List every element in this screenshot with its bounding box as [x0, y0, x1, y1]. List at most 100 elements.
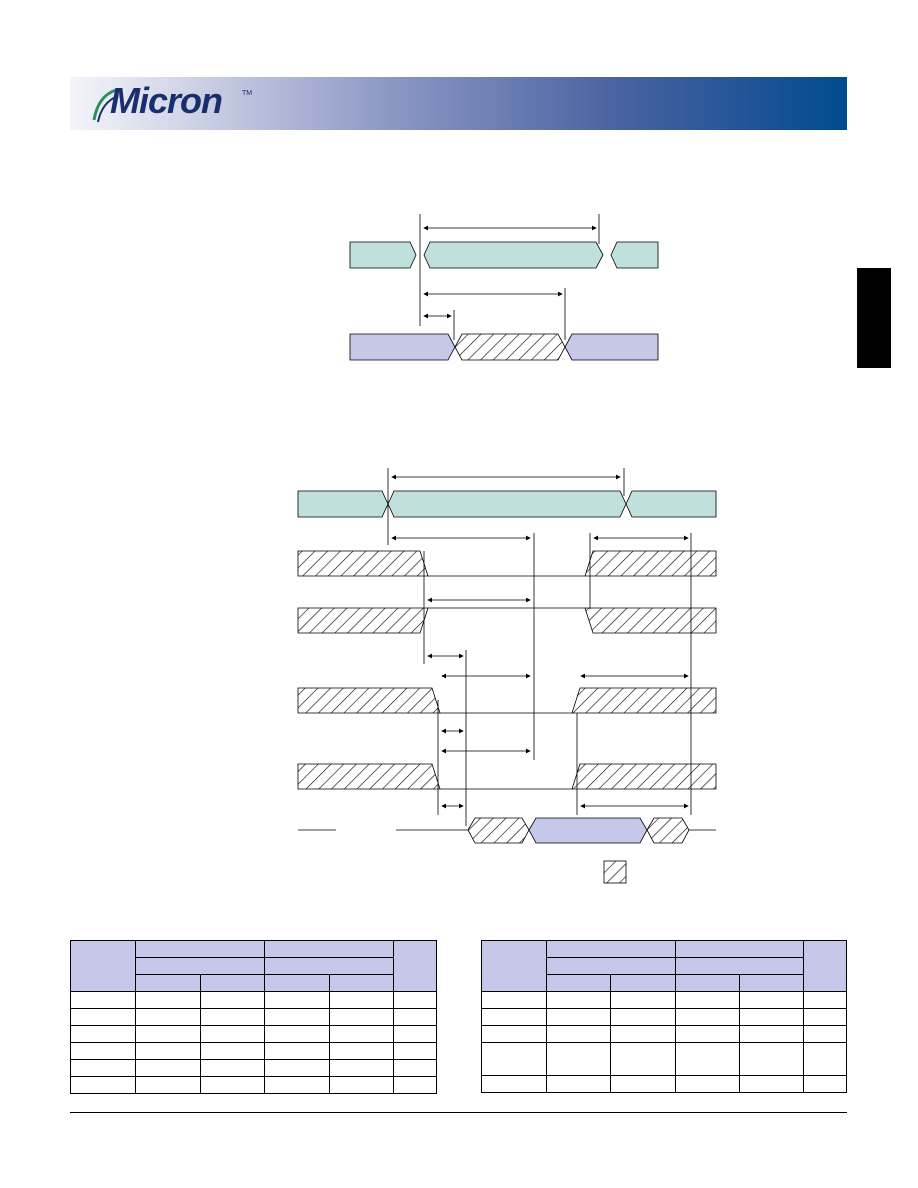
table-cell: [674, 940, 804, 958]
table-cell: [135, 957, 265, 975]
table-cell: [135, 1008, 201, 1026]
table-cell: [264, 1042, 330, 1060]
clock-signal-1: [349, 241, 659, 269]
table-cell: [328, 1042, 394, 1060]
table-cell: [328, 974, 394, 992]
table-cell: [481, 1025, 547, 1043]
table-row: [482, 957, 847, 975]
table-cell: [199, 991, 265, 1009]
section-tab: [857, 268, 891, 368]
table-row: [481, 1025, 847, 1043]
table-cell: [393, 1008, 437, 1026]
table-cell: [803, 1025, 847, 1043]
micron-swoosh-icon: [92, 88, 119, 123]
timing-markers-1: [419, 214, 600, 340]
table-row: [70, 940, 437, 992]
table-cell: [481, 991, 547, 1009]
table-cell: [135, 1042, 201, 1060]
table-row: [70, 1008, 437, 1026]
table-cell: [199, 1076, 265, 1094]
table-cell: [70, 1076, 136, 1094]
table-cell: [199, 1025, 265, 1043]
table-row: [481, 1008, 847, 1026]
table-cell: [545, 1042, 612, 1076]
table-cell: [264, 957, 394, 975]
table-cell: [135, 1076, 201, 1094]
table-cell: [610, 1025, 676, 1043]
table-cell: [610, 1008, 676, 1026]
table-row: [481, 1075, 847, 1093]
table-cell: [199, 1059, 265, 1077]
table-cell: [674, 974, 740, 992]
control-signal-d: [297, 763, 717, 790]
brand-name: Micron: [110, 80, 223, 121]
table-row: [481, 940, 847, 992]
table-cell: [546, 940, 676, 958]
timing-table-right: [481, 940, 847, 1093]
table-cell: [328, 1008, 394, 1026]
table-cell: [803, 991, 847, 1009]
table-cell: [546, 957, 676, 975]
table-row: [70, 1025, 437, 1043]
table-cell: [135, 1025, 201, 1043]
table-cell: [674, 1008, 740, 1026]
table-cell: [328, 1076, 394, 1094]
table-cell: [803, 1075, 847, 1093]
table-row: [70, 1042, 437, 1060]
table-cell: [674, 1042, 740, 1076]
table-cell: [803, 1008, 847, 1026]
table-cell: [328, 1025, 394, 1043]
table-cell: [738, 991, 805, 1009]
table-cell: [674, 991, 740, 1009]
table-cell: [610, 974, 676, 992]
table-cell: [393, 1042, 437, 1060]
table-cell: [545, 1025, 612, 1043]
table-cell: [481, 1075, 547, 1093]
table-cell: [70, 1042, 136, 1060]
table-cell: [674, 1025, 740, 1043]
table-cell: [481, 940, 547, 992]
timing-markers-2: [387, 468, 692, 826]
table-cell: [738, 1025, 805, 1043]
table-cell: [738, 1008, 805, 1026]
table-cell: [70, 991, 136, 1009]
table-cell: [328, 1059, 394, 1077]
table-cell: [264, 991, 330, 1009]
data-output-signal: [298, 817, 716, 844]
data-signal-1: [349, 333, 659, 361]
timing-diagram-1: [349, 214, 659, 361]
table-cell: [135, 974, 201, 992]
table-cell: [610, 1075, 676, 1093]
table-cell: [135, 940, 265, 958]
control-signal-a: [297, 550, 717, 577]
table-cell: [264, 1025, 330, 1043]
table-cell: [199, 1008, 265, 1026]
table-cell: [393, 940, 437, 992]
hatch-dont-care-icon: [603, 860, 627, 884]
table-cell: [70, 940, 136, 992]
table-cell: [545, 1008, 612, 1026]
table-cell: [135, 991, 201, 1009]
table-cell: [545, 991, 612, 1009]
table-cell: [738, 1042, 805, 1076]
table-cell: [135, 1059, 201, 1077]
table-cell: [199, 1042, 265, 1060]
table-cell: [70, 1025, 136, 1043]
table-cell: [610, 1042, 676, 1076]
table-cell: [803, 1042, 847, 1076]
control-signal-c: [297, 687, 717, 714]
micron-logo: Micron TM: [90, 80, 260, 126]
table-cell: [803, 940, 847, 992]
table-row: [70, 1059, 437, 1077]
table-row: [70, 991, 437, 1009]
table-cell: [393, 1059, 437, 1077]
table-cell: [674, 1075, 740, 1093]
timing-table-left: [70, 940, 437, 1094]
table-cell: [610, 991, 676, 1009]
trademark: TM: [242, 90, 253, 97]
table-cell: [264, 1059, 330, 1077]
header-band: [70, 77, 847, 130]
table-cell: [199, 974, 265, 992]
table-cell: [264, 940, 394, 958]
